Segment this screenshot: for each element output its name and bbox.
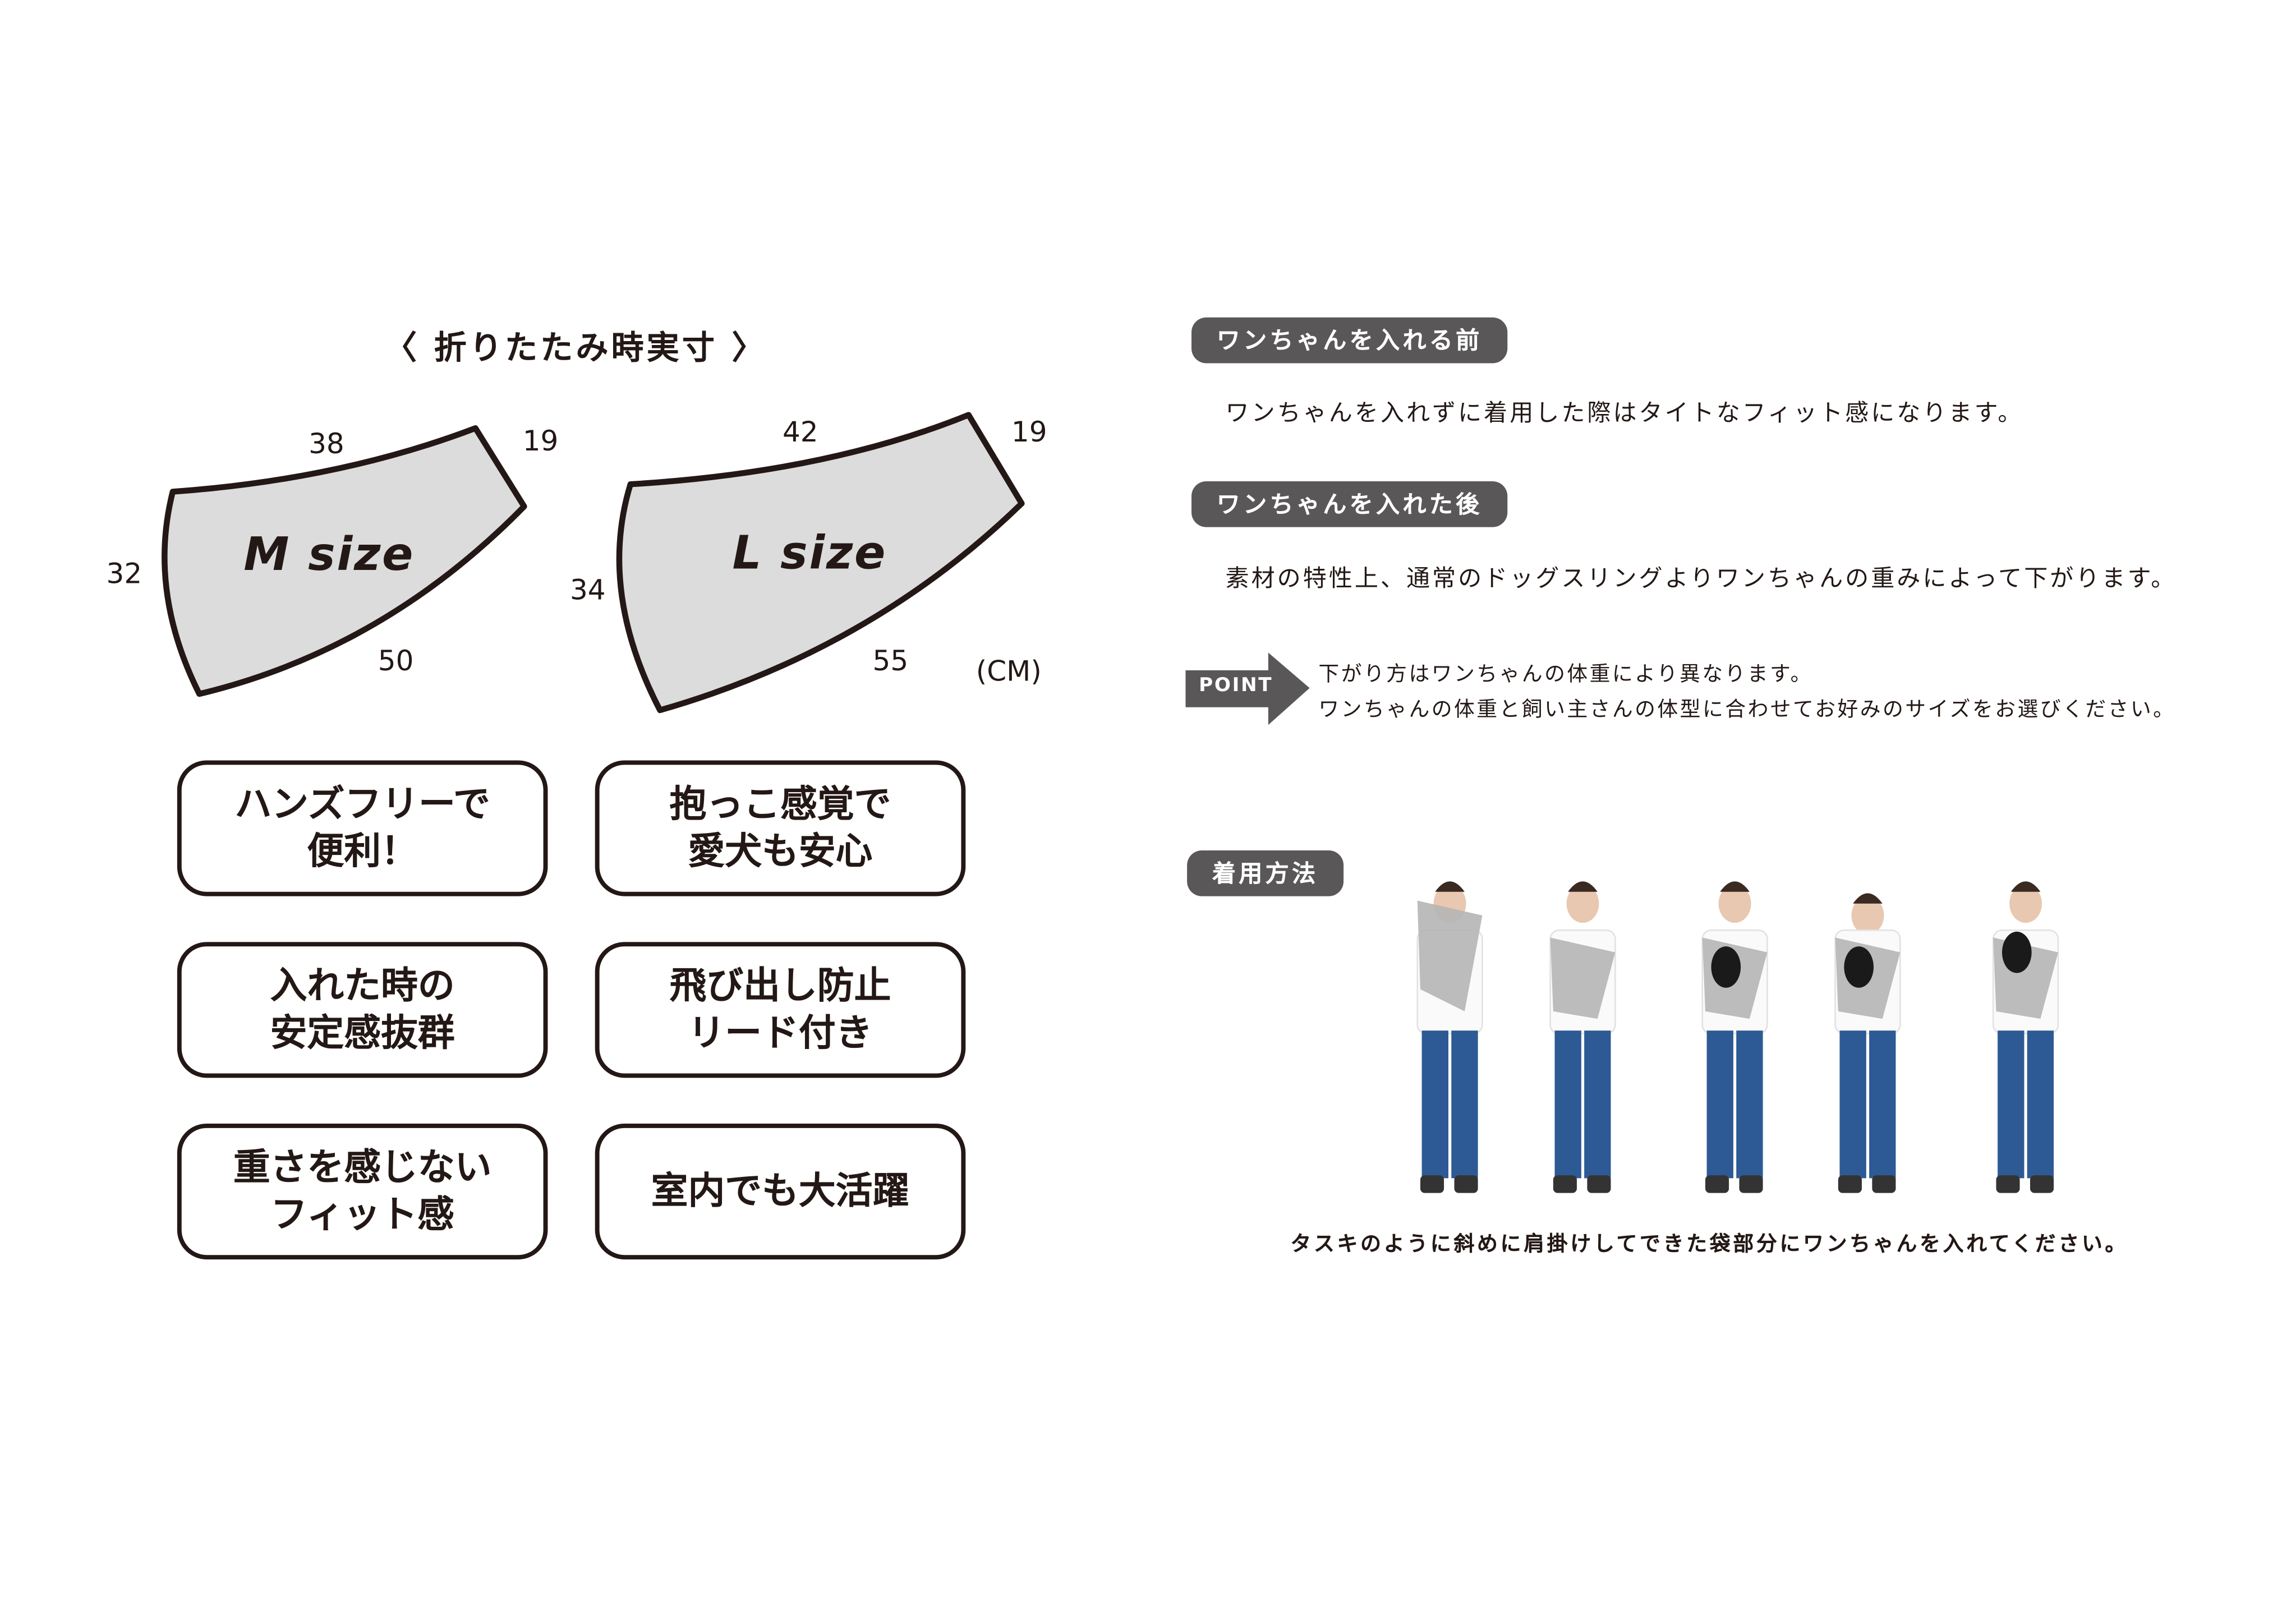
feature-hands-free: ハンズフリーで 便利！ <box>177 760 548 896</box>
m-size-bottom-dimension: 50 <box>378 645 414 678</box>
step-figure-1 <box>1416 881 1483 1193</box>
after-badge: ワンちゃんを入れた後 <box>1191 481 1508 527</box>
m-size-label: M size <box>243 528 415 582</box>
point-line-2: ワンちゃんの体重と飼い主さんの体型に合わせてお好みのサイズをお選びください。 <box>1318 698 2176 723</box>
size-diagrams <box>162 412 1025 714</box>
folded-size-title: 〈 折りたたみ時実寸 〉 <box>384 330 767 368</box>
l-size-top-dimension: 42 <box>782 416 818 449</box>
m-size-top-dimension: 38 <box>309 428 344 461</box>
step-figure-3 <box>1701 881 1768 1193</box>
m-size-shape <box>162 425 527 697</box>
l-size-side-dimension: 19 <box>1011 416 1047 449</box>
howto-caption: タスキのように斜めに肩掛けしてできた袋部分にワンちゃんを入れてください。 <box>1290 1232 2129 1257</box>
wearing-steps-photos <box>1416 881 2059 1193</box>
before-text: ワンちゃんを入れずに着用した際はタイトなフィット感になります。 <box>1225 398 2024 427</box>
point-line-1: 下がり方はワンちゃんの体重により異なります。 <box>1318 663 1813 687</box>
after-text: 素材の特性上、通常のドッグスリングよりワンちゃんの重みによって下がります。 <box>1225 564 2177 592</box>
step-figure-2 <box>1549 881 1616 1193</box>
before-badge: ワンちゃんを入れる前 <box>1191 317 1508 364</box>
feature-leash: 飛び出し防止 リード付き <box>595 942 966 1078</box>
point-label: POINT <box>1199 674 1273 697</box>
l-size-label: L size <box>732 527 887 581</box>
l-size-bottom-dimension: 55 <box>872 645 909 678</box>
feature-fit: 重さを感じない フィット感 <box>177 1123 548 1260</box>
m-size-left-dimension: 32 <box>106 558 142 591</box>
howto-badge: 着用方法 <box>1187 850 1344 896</box>
feature-hug-feeling: 抱っこ感覚で 愛犬も安心 <box>595 760 966 896</box>
l-size-shape <box>616 412 1025 714</box>
step-figure-5 <box>1992 881 2059 1193</box>
feature-indoor: 室内でも大活躍 <box>595 1123 966 1260</box>
unit-label: (CM) <box>976 655 1042 688</box>
point-arrow-icon <box>1185 652 1310 725</box>
feature-stability: 入れた時の 安定感抜群 <box>177 942 548 1078</box>
m-size-side-dimension: 19 <box>522 425 559 458</box>
step-figure-4 <box>1834 893 1901 1193</box>
l-size-left-dimension: 34 <box>569 574 606 607</box>
